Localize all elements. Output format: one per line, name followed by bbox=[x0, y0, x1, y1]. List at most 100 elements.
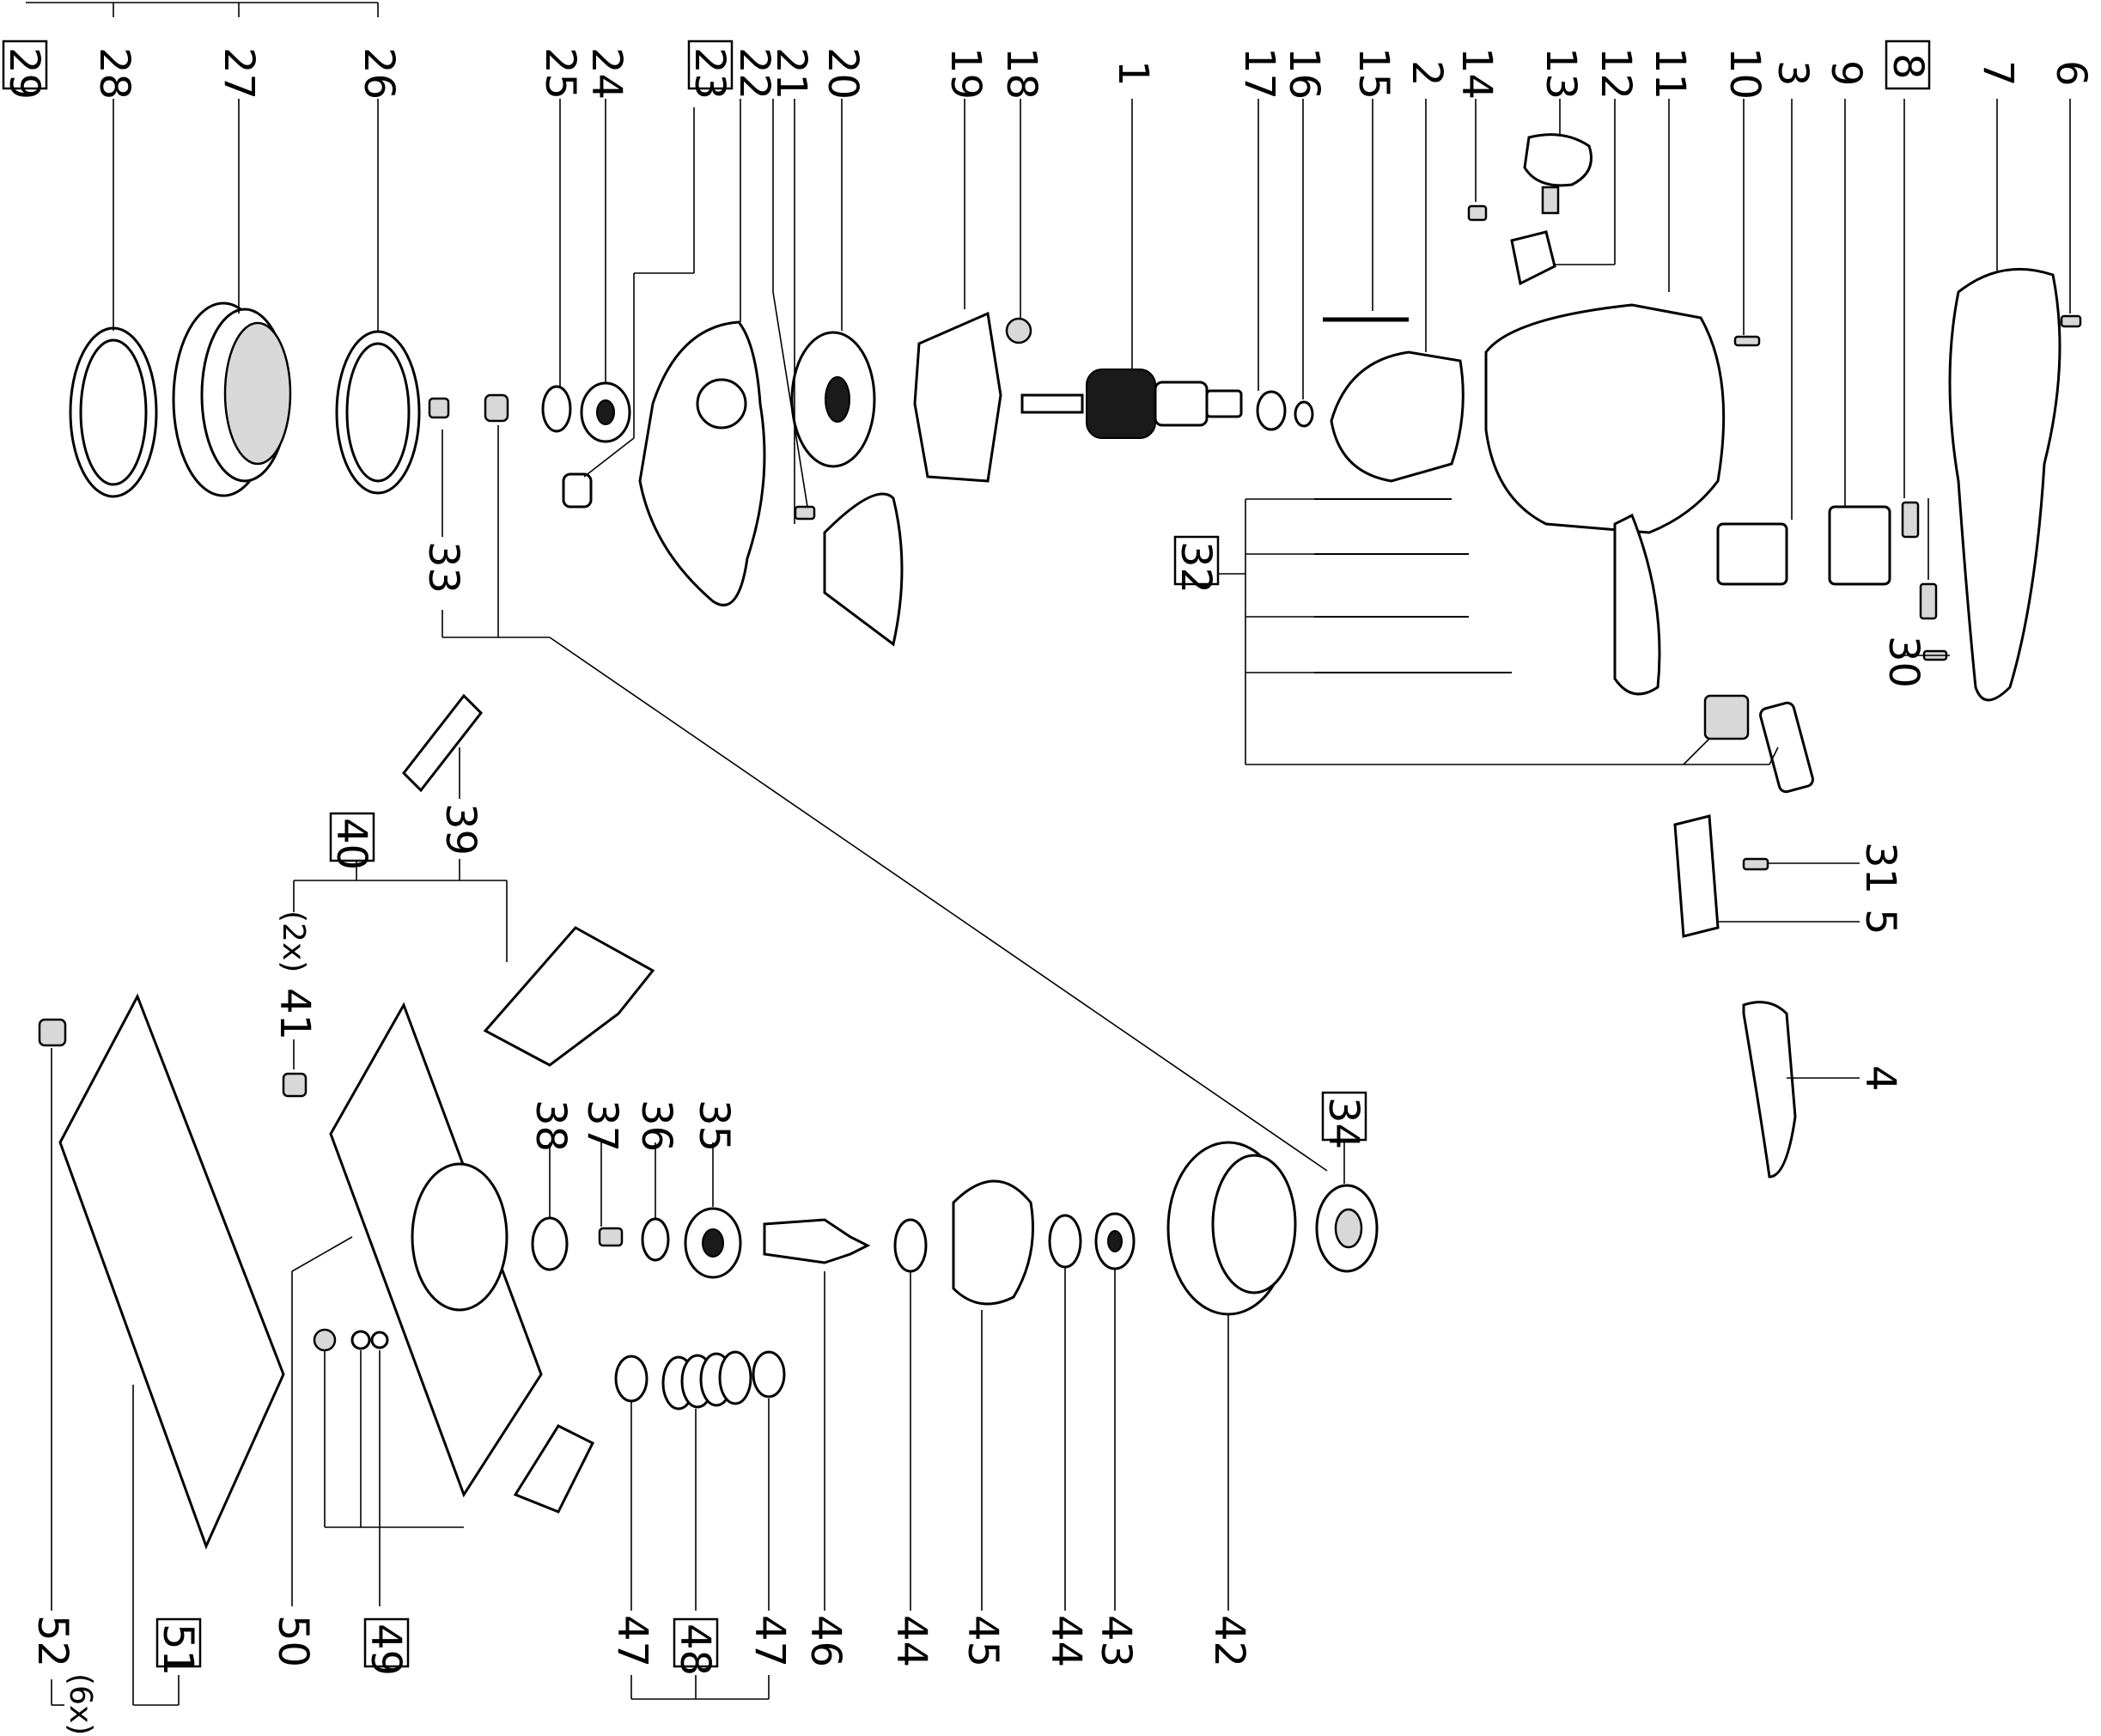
parts-drawings bbox=[38, 133, 2082, 1550]
part-21-screw bbox=[794, 505, 816, 521]
label-48: 48 bbox=[671, 1623, 719, 1676]
part-37-screw bbox=[598, 1227, 624, 1247]
part-labels: 29 28 27 26 25 24 23 22 21 20 19 18 1 17… bbox=[0, 47, 2095, 1735]
label-15: 15 bbox=[1349, 47, 1398, 100]
label-5: 5 bbox=[1856, 909, 1904, 935]
label-25: 25 bbox=[536, 47, 584, 100]
part-44-circlip bbox=[893, 1218, 928, 1273]
label-17: 17 bbox=[1235, 47, 1283, 100]
label-47-b: 47 bbox=[746, 1615, 794, 1667]
part-23-housing-cover bbox=[638, 320, 766, 606]
part-24-bearing-bore bbox=[596, 399, 615, 425]
part-27-hose-sleeve bbox=[172, 302, 292, 497]
part-33-screw bbox=[428, 397, 450, 419]
label-21: 21 bbox=[767, 47, 815, 100]
part-2-stator bbox=[1330, 350, 1465, 483]
label-51: 51 bbox=[154, 1623, 202, 1676]
label-24: 24 bbox=[582, 47, 630, 100]
part-48-bellows bbox=[661, 1350, 752, 1410]
label-12: 12 bbox=[1592, 47, 1640, 100]
part-22-sleeve bbox=[562, 472, 593, 509]
label-35: 35 bbox=[690, 1099, 738, 1152]
part-52-screw bbox=[38, 1018, 67, 1047]
part-11-handle bbox=[1613, 513, 1661, 696]
label-39: 39 bbox=[436, 803, 484, 856]
part-35-bearing-bore bbox=[702, 1228, 724, 1258]
label-43: 43 bbox=[1092, 1615, 1140, 1667]
label-47-a: 47 bbox=[608, 1615, 656, 1667]
part-41-screw bbox=[282, 1072, 308, 1098]
label-13: 13 bbox=[1537, 47, 1585, 100]
label-23: 23 bbox=[685, 47, 734, 100]
label-7: 7 bbox=[1974, 60, 2022, 87]
label-frames bbox=[2, 40, 1931, 1668]
part-23-boss bbox=[696, 378, 747, 429]
part-13-screw bbox=[1541, 186, 1560, 215]
part-44-circlip-b bbox=[1048, 1214, 1082, 1269]
label-32: 32 bbox=[1172, 541, 1220, 594]
part-34-gear-hub bbox=[1334, 1208, 1363, 1249]
label-36: 36 bbox=[632, 1099, 680, 1152]
part-45-counterweight bbox=[952, 1179, 1034, 1306]
part-1-armature bbox=[1020, 369, 1243, 439]
label-42: 42 bbox=[1205, 1615, 1253, 1667]
label-44-a: 44 bbox=[887, 1615, 935, 1667]
part-4-cable-sleeve bbox=[1742, 1001, 1797, 1179]
part-19-bracket bbox=[913, 311, 1002, 483]
part-8-brush-b bbox=[1919, 582, 1938, 620]
label-9: 9 bbox=[1822, 60, 1870, 87]
label-qty-52: (6x) bbox=[63, 1673, 98, 1735]
label-19: 19 bbox=[941, 47, 990, 100]
part-49-washer bbox=[350, 1330, 371, 1350]
label-26: 26 bbox=[355, 47, 403, 100]
label-46: 46 bbox=[801, 1615, 850, 1667]
label-50: 50 bbox=[269, 1615, 317, 1667]
part-7-handle-cover bbox=[1948, 267, 2061, 702]
part-40-clamp-lower bbox=[513, 1424, 595, 1514]
part-36-washer bbox=[641, 1217, 670, 1262]
part-42-inner bbox=[1211, 1154, 1297, 1294]
part-32-cable-set bbox=[1314, 498, 1814, 794]
label-31: 31 bbox=[1856, 842, 1904, 894]
part-14-screw bbox=[1467, 204, 1488, 222]
leader-lines bbox=[26, 2, 2071, 1706]
label-14: 14 bbox=[1452, 47, 1501, 100]
part-40-clamp-assembly bbox=[483, 926, 655, 1067]
part-31-screw bbox=[1742, 857, 1769, 871]
part-20-fan-hub bbox=[825, 376, 850, 423]
label-41: 41 bbox=[271, 988, 319, 1040]
label-34: 34 bbox=[1319, 1097, 1367, 1149]
label-1: 1 bbox=[1109, 60, 1157, 87]
part-16-washer bbox=[1294, 400, 1314, 428]
label-11: 11 bbox=[1646, 47, 1694, 100]
label-44-b: 44 bbox=[1042, 1615, 1090, 1667]
label-27: 27 bbox=[215, 47, 263, 100]
label-40: 40 bbox=[327, 818, 375, 870]
part-3-switch bbox=[1716, 522, 1788, 586]
label-45: 45 bbox=[959, 1615, 1007, 1667]
part-49-washer-b bbox=[370, 1331, 389, 1349]
label-37: 37 bbox=[578, 1099, 626, 1152]
part-21-baffle bbox=[823, 492, 904, 647]
label-qty-41: (2x) bbox=[276, 911, 311, 972]
label-16: 16 bbox=[1280, 47, 1328, 100]
part-28-clamp-ring-inner bbox=[79, 338, 148, 486]
label-8: 8 bbox=[1884, 53, 1932, 80]
part-6-screw bbox=[2060, 314, 2082, 328]
label-30: 30 bbox=[1879, 636, 1927, 688]
part-5-strain-relief bbox=[1673, 814, 1720, 938]
part-9-clip bbox=[1828, 505, 1891, 586]
part-10-screw bbox=[1733, 335, 1761, 347]
part-50-hub bbox=[411, 1162, 509, 1312]
part-13-knob bbox=[1523, 133, 1592, 187]
label-18: 18 bbox=[997, 47, 1045, 100]
part-47-ring-b bbox=[752, 1350, 786, 1398]
part-43-bearing-bore bbox=[1107, 1230, 1123, 1252]
label-29: 29 bbox=[0, 47, 48, 100]
part-47-ring bbox=[614, 1355, 649, 1403]
label-28: 28 bbox=[90, 47, 138, 100]
part-12-clamp bbox=[1510, 230, 1556, 286]
label-52: 52 bbox=[28, 1615, 76, 1667]
part-33-screw-b bbox=[484, 393, 509, 423]
